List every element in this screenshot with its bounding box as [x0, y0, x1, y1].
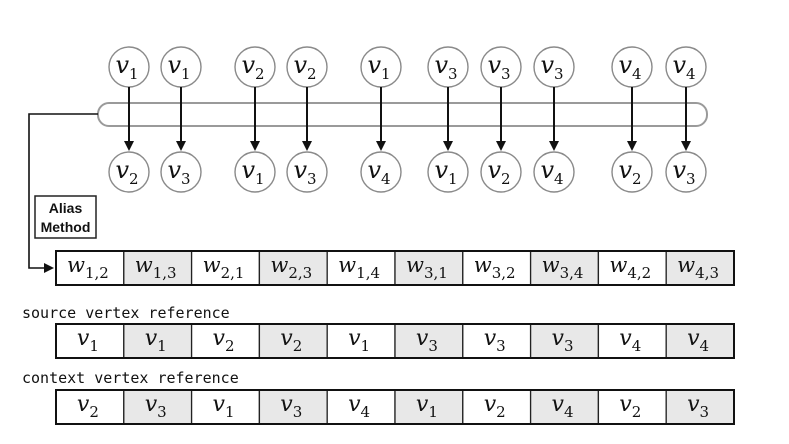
- weight-cell: [55, 250, 125, 286]
- source-cell-label: v1: [348, 326, 370, 355]
- context-vertex-node: [286, 151, 328, 193]
- context-vertex-label: v4: [540, 156, 563, 188]
- context-cell: [394, 389, 464, 425]
- context-vertex-node: [611, 151, 653, 193]
- source-vertex-label: v1: [115, 51, 138, 83]
- context-cell-label: v3: [145, 392, 167, 421]
- context-vertex-label: v3: [672, 156, 695, 188]
- vertex-pair: v1 v2: [108, 46, 150, 193]
- context-cell-label: v2: [77, 392, 99, 421]
- source-cell-label: v4: [687, 326, 709, 355]
- context-vertex-label: v2: [115, 156, 138, 188]
- vertex-pair: v2 v3: [286, 46, 328, 193]
- source-cell-row-border: [55, 323, 735, 359]
- alias-label-line2: Method: [41, 219, 91, 235]
- sampling-bar: [97, 102, 708, 127]
- weight-cell: [123, 250, 193, 286]
- source-vertex-label: v2: [241, 51, 264, 83]
- context-vertex-node: [360, 151, 402, 193]
- context-vertex-node: [665, 151, 707, 193]
- source-vertex-label: v4: [672, 51, 695, 83]
- source-vertex-reference-label: source vertex reference: [22, 304, 230, 322]
- source-cell: [394, 323, 464, 359]
- source-vertex-label: v1: [367, 51, 390, 83]
- context-vertex-label: v2: [618, 156, 641, 188]
- context-cell-label: v4: [348, 392, 370, 421]
- context-vertex-node: [234, 151, 276, 193]
- context-cell-label: v3: [280, 392, 302, 421]
- source-vertex-label: v2: [293, 51, 316, 83]
- context-vertex-label: v3: [167, 156, 190, 188]
- context-vertex-node: [108, 151, 150, 193]
- source-cell: [326, 323, 396, 359]
- context-vertex-label: v3: [293, 156, 316, 188]
- context-vertex-label: v2: [487, 156, 510, 188]
- context-vertex-node: [480, 151, 522, 193]
- source-cell-label: v3: [484, 326, 506, 355]
- context-cell: [326, 389, 396, 425]
- alias-method-box: Alias Method: [34, 195, 97, 239]
- weight-cell-label: w4,3: [677, 253, 719, 282]
- source-cell-label: v3: [416, 326, 438, 355]
- vertex-pair: v2 v1: [234, 46, 276, 193]
- weight-cell-label: w3,4: [542, 253, 584, 282]
- vertex-pair: v3 v2: [480, 46, 522, 193]
- source-vertex-table: v1 v1 v2 v2 v1 v3 v3 v3 v4 v4: [55, 323, 735, 359]
- vertex-pair: v4 v3: [665, 46, 707, 193]
- context-cell-label: v4: [552, 392, 574, 421]
- vertex-pair: v3 v1: [427, 46, 469, 193]
- context-vertex-table: v2 v3 v1 v3 v4 v1 v2 v4 v2 v3: [55, 389, 735, 425]
- source-cell-label: v3: [552, 326, 574, 355]
- source-vertex-label: v3: [540, 51, 563, 83]
- weight-table: w1,2 w1,3 w2,1 w2,3 w1,4 w3,1 w3,2 w3,4 w4,2 w4,3: [55, 250, 735, 286]
- context-vertex-node: [427, 151, 469, 193]
- vertex-pair: v3 v4: [533, 46, 575, 193]
- source-cell-label: v4: [619, 326, 641, 355]
- source-vertex-label: v4: [618, 51, 641, 83]
- weight-cell-label: w1,2: [67, 253, 109, 282]
- source-cell-label: v2: [280, 326, 302, 355]
- context-vertex-node: [533, 151, 575, 193]
- context-cell-label: v2: [484, 392, 506, 421]
- context-cell-label: v2: [619, 392, 641, 421]
- context-vertex-reference-label: context vertex reference: [22, 369, 239, 387]
- weight-cell-label: w4,2: [609, 253, 651, 282]
- vertex-pair: v1 v4: [360, 46, 402, 193]
- context-cell-row-border: [55, 389, 735, 425]
- source-cell-label: v2: [213, 326, 235, 355]
- weight-cell-label: w1,3: [135, 253, 177, 282]
- alias-label-line1: Alias: [49, 200, 83, 216]
- vertex-pair: v1 v3: [160, 46, 202, 193]
- source-vertex-label: v1: [167, 51, 190, 83]
- source-cell-label: v1: [77, 326, 99, 355]
- vertex-pair: v4 v2: [611, 46, 653, 193]
- bar-to-table-connector: [28, 113, 98, 273]
- context-vertex-label: v1: [241, 156, 264, 188]
- context-cell-label: v3: [687, 392, 709, 421]
- source-cell: [190, 323, 261, 359]
- vertex-pairs: v1 v2 v1 v3 v2 v1 v2 v3 v1 v4 v3 v1 v3 v2 v3 v4 v4 v2 v4 v3: [108, 46, 707, 193]
- source-vertex-label: v3: [487, 51, 510, 83]
- source-vertex-label: v3: [434, 51, 457, 83]
- weight-cell-label: w1,4: [338, 253, 380, 282]
- weight-cell-label: w2,1: [203, 253, 245, 282]
- weight-cell-label: w3,2: [474, 253, 516, 282]
- context-vertex-label: v4: [367, 156, 390, 188]
- weight-cell: [529, 250, 600, 286]
- weight-cell-row-border: [55, 250, 735, 286]
- source-cell-label: v1: [145, 326, 167, 355]
- weight-cell-label: w3,1: [406, 253, 448, 282]
- context-cell-label: v1: [416, 392, 438, 421]
- context-vertex-label: v1: [434, 156, 457, 188]
- context-cell-label: v1: [213, 392, 235, 421]
- weight-cell-label: w2,3: [270, 253, 312, 282]
- context-vertex-node: [160, 151, 202, 193]
